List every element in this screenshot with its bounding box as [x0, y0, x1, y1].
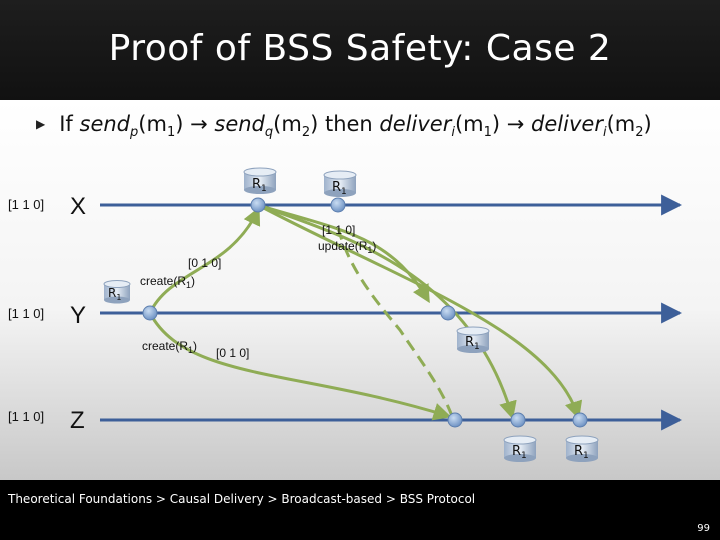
- bullet-text: (m: [454, 112, 484, 136]
- event-node: [330, 197, 346, 213]
- bullet-text: ): [491, 112, 501, 136]
- annotation-x-vector: [1 1 0]: [322, 223, 355, 237]
- bullet-subscript: i: [602, 125, 607, 140]
- bullet-text: send: [214, 112, 265, 136]
- event-node: [250, 197, 266, 213]
- svg-text:R1: R1: [332, 180, 347, 197]
- slide-content: ▶If sendp(m1) → sendq(m2) then deliveri(…: [0, 100, 720, 480]
- svg-text:R1: R1: [108, 286, 121, 302]
- bullet-text: (m: [138, 112, 167, 136]
- bullet-subscript: i: [451, 125, 455, 140]
- annotation-create-bottom: create(R1): [142, 339, 197, 355]
- message-y-to-z: [148, 312, 452, 421]
- r1-cylinder-z1: R1: [503, 435, 537, 462]
- bullet-text: (m: [273, 112, 302, 136]
- process-z-label: Z: [70, 407, 85, 434]
- bullet-subscript: 2: [635, 125, 644, 140]
- annotation-y-vector-bottom: [0 1 0]: [216, 346, 249, 360]
- r1-cylinder-y2: R1: [456, 326, 490, 353]
- event-node: [142, 305, 158, 321]
- event-node: [572, 412, 588, 428]
- bullet-subscript: 1: [483, 125, 492, 140]
- breadcrumb: Theoretical Foundations > Causal Deliver…: [8, 492, 476, 506]
- bullet-icon: ▶: [36, 117, 46, 131]
- svg-text:R1: R1: [574, 444, 589, 461]
- event-node: [440, 305, 456, 321]
- bullet-text: send: [79, 112, 131, 136]
- bullet-text: If: [59, 112, 80, 136]
- message-x-to-z-2: [257, 203, 583, 420]
- bullet-statement: ▶If sendp(m1) → sendq(m2) then deliveri(…: [36, 112, 652, 140]
- process-x-label: X: [70, 193, 86, 220]
- svg-text:R1: R1: [252, 177, 267, 194]
- arrow-icon: →: [183, 112, 215, 136]
- bullet-text: (m: [606, 112, 636, 136]
- dashed-buffer-path: [336, 227, 454, 417]
- footer: Theoretical Foundations > Causal Deliver…: [0, 480, 720, 540]
- x-vector-label: [1 1 0]: [8, 197, 44, 212]
- svg-text:R1: R1: [512, 444, 527, 461]
- bullet-text: ): [643, 112, 652, 136]
- bullet-subscript: p: [130, 125, 139, 140]
- bullet-text: deliver: [379, 112, 452, 136]
- arrow-icon: →: [500, 112, 532, 136]
- r1-cylinder-y1: R1: [103, 280, 131, 304]
- slide-title: Proof of BSS Safety: Case 2: [108, 28, 612, 69]
- message-y-to-x: [148, 206, 261, 314]
- r1-cylinder-x1: R1: [243, 167, 277, 194]
- bullet-text: ): [175, 112, 184, 136]
- message-x-to-y: [257, 203, 430, 304]
- bullet-subscript: 1: [166, 125, 176, 140]
- title-bar: Proof of BSS Safety: Case 2: [0, 0, 720, 100]
- y-vector-label: [1 1 0]: [8, 306, 44, 321]
- page-number: 99: [697, 523, 710, 534]
- r1-cylinder-z2: R1: [565, 435, 599, 462]
- bullet-text: ): [310, 112, 319, 136]
- bullet-text: deliver: [531, 112, 603, 136]
- z-vector-label: [1 1 0]: [8, 409, 44, 424]
- annotation-update: update(R1): [318, 239, 376, 255]
- bullet-subscript: 2: [301, 125, 311, 140]
- event-node: [510, 412, 526, 428]
- r1-cylinder-x2: R1: [323, 170, 357, 197]
- causal-delivery-diagram: [1 1 0] [1 1 0] [1 1 0] X Y Z R1: [8, 167, 683, 462]
- bullet-text: then: [318, 112, 380, 136]
- bullet-subscript: q: [264, 125, 274, 140]
- annotation-create-top: create(R1): [140, 274, 195, 290]
- message-x-to-z: [257, 203, 517, 420]
- annotation-y-vector-top: [0 1 0]: [188, 256, 221, 270]
- svg-text:R1: R1: [465, 335, 480, 352]
- process-y-label: Y: [70, 302, 86, 329]
- event-node: [447, 412, 463, 428]
